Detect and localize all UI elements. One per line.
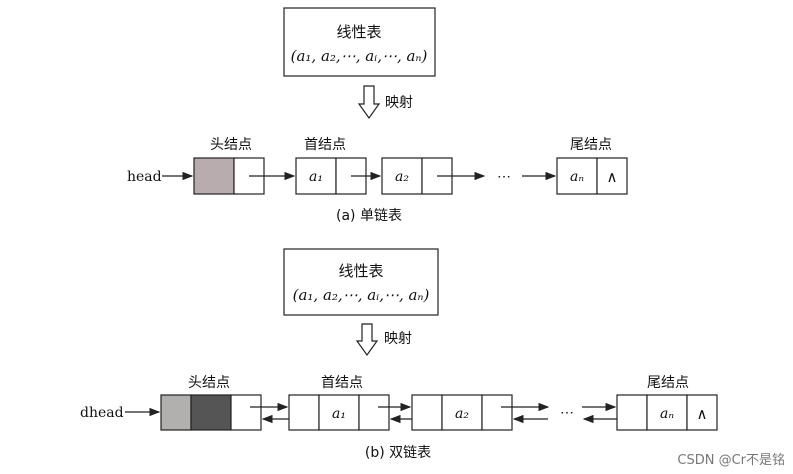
doubly-head-node-label: 头结点 <box>188 375 230 391</box>
singly-tail-node: aₙ ∧ <box>556 157 628 195</box>
singly-tail-node-label: 尾结点 <box>570 137 612 153</box>
singly-head-var: head <box>127 169 162 185</box>
singly-ellipsis: ⋯ <box>497 169 511 185</box>
doubly-caption: (b) 双链表 <box>365 445 431 461</box>
singly-list-sequence: (a₁, a₂,⋯, aᵢ,⋯, aₙ) <box>291 47 428 65</box>
doubly-first-node-label: 首结点 <box>321 375 363 391</box>
tail-null-mark: ∧ <box>607 168 618 186</box>
singly-map-label: 映射 <box>385 95 413 111</box>
doubly-map-label: 映射 <box>384 331 412 347</box>
doubly-head-var: dhead <box>80 405 124 421</box>
watermark: CSDN @Cr不是铭 <box>677 453 785 468</box>
singly-caption: (a) 单链表 <box>336 208 402 224</box>
d-tail-null-mark: ∧ <box>697 405 708 423</box>
d-tail-value: aₙ <box>660 406 674 422</box>
doubly-head-node <box>160 394 262 431</box>
singly-linear-list-box <box>283 7 436 77</box>
doubly-tail-node-label: 尾结点 <box>647 375 689 391</box>
head-node-data-cell <box>193 157 235 195</box>
doubly-list-sequence: (a₁, a₂,⋯, aᵢ,⋯, aₙ) <box>293 286 430 304</box>
doubly-node-2: a₂ <box>411 394 513 431</box>
node-1-value: a₁ <box>309 169 323 185</box>
dhead-next-cell <box>230 394 262 431</box>
node-2-value: a₂ <box>395 169 409 185</box>
doubly-tail-node: aₙ ∧ <box>616 394 718 431</box>
singly-map-arrow <box>357 85 381 120</box>
d-node-1-value: a₁ <box>332 406 346 422</box>
doubly-ellipsis: ⋯ <box>560 405 574 421</box>
dhead-data-cell <box>190 394 232 431</box>
doubly-map-arrow <box>355 323 379 357</box>
d-node-2-value: a₂ <box>455 406 469 422</box>
doubly-list-title: 线性表 <box>338 262 383 280</box>
tail-node-value: aₙ <box>570 169 584 185</box>
singly-list-title: 线性表 <box>336 23 381 41</box>
dhead-prior-cell <box>160 394 192 431</box>
doubly-linear-list-box <box>283 248 439 316</box>
singly-first-node-label: 首结点 <box>304 137 346 153</box>
doubly-node-1: a₁ <box>288 394 390 431</box>
singly-head-node-label: 头结点 <box>210 137 252 153</box>
singly-head-node <box>193 157 265 195</box>
